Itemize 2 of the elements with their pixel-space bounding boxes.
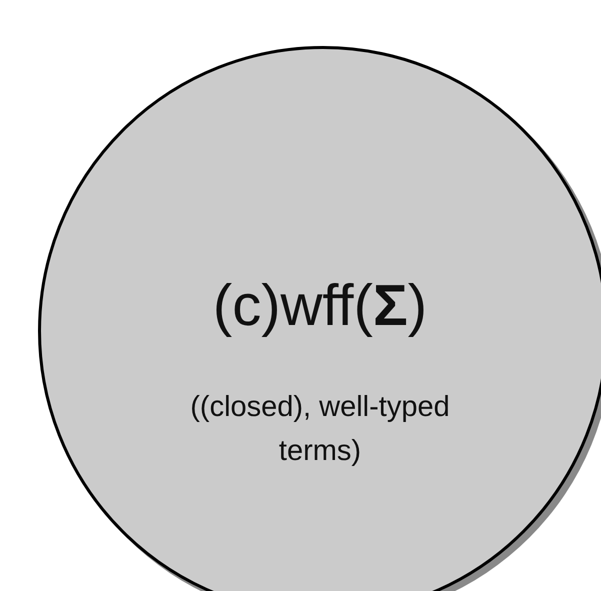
node-heading: (c)wff(Σ) <box>212 272 428 340</box>
node-description: ((closed), well-typed terms) <box>189 390 451 468</box>
